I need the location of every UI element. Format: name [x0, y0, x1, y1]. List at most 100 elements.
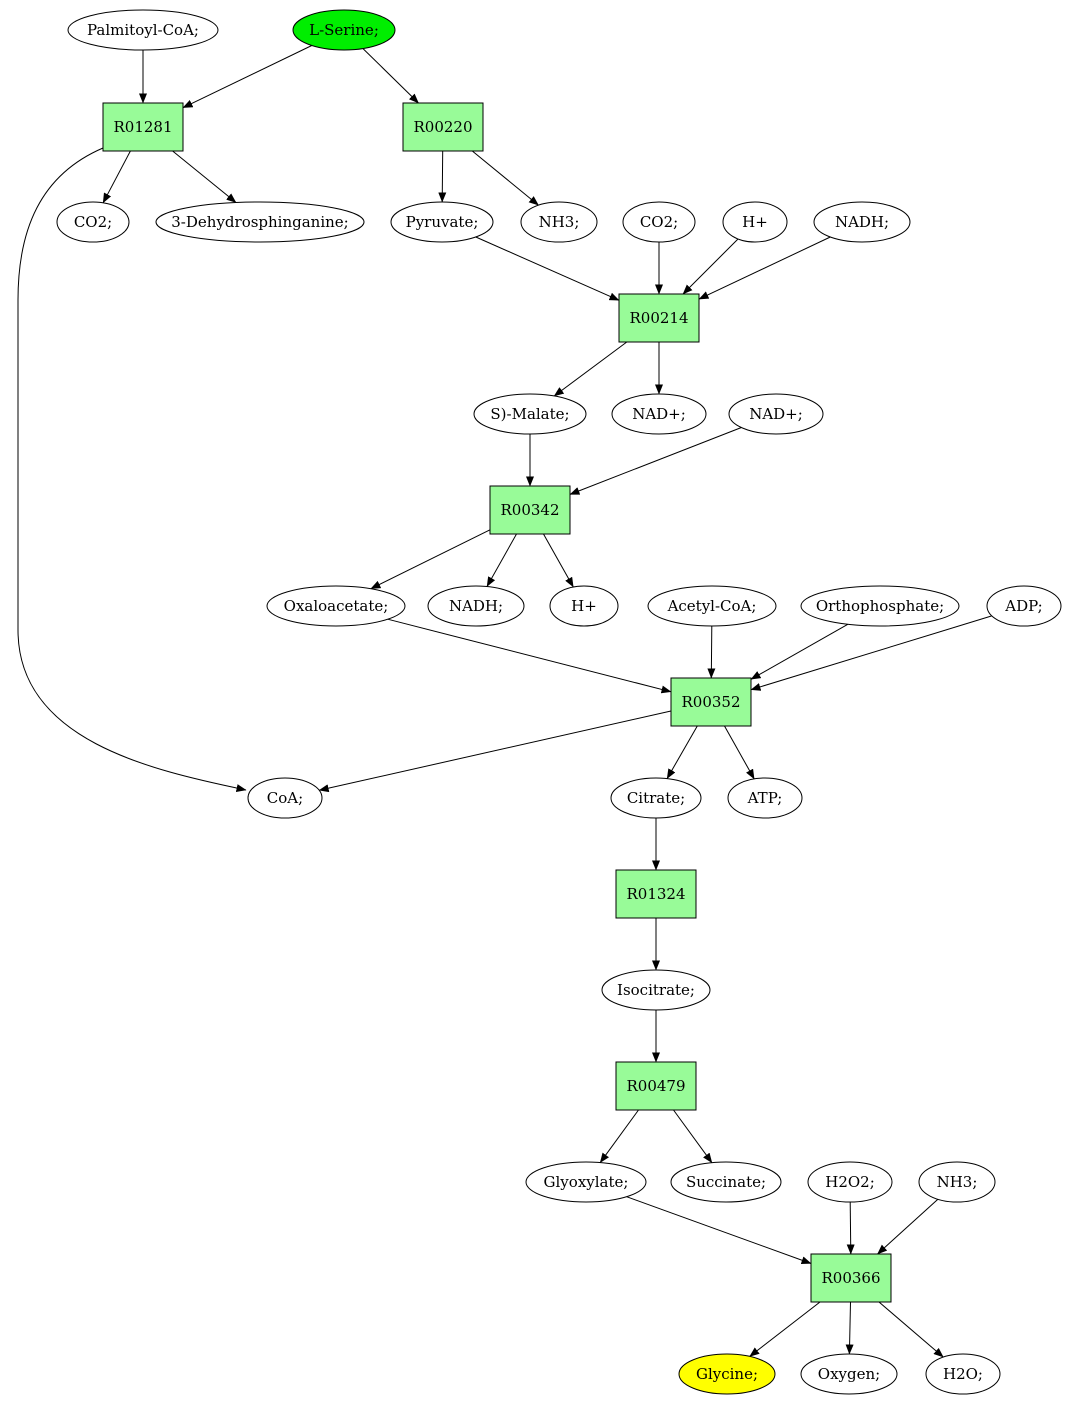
compound-node-glyoxylate[interactable]: Glyoxylate;	[525, 1161, 647, 1203]
compound-ellipse	[800, 1353, 898, 1395]
edge-r00342-to-oxaloacetate	[370, 529, 491, 590]
reaction-node-r00342[interactable]: R00342	[489, 485, 571, 535]
compound-ellipse	[727, 777, 803, 819]
reaction-box	[489, 485, 571, 535]
compound-node-nh3-a[interactable]: NH3;	[520, 201, 598, 243]
node-label: Oxaloacetate;	[284, 597, 389, 615]
compound-ellipse	[807, 1161, 893, 1203]
edge-r00220-to-pyruvate	[438, 150, 447, 203]
compound-ellipse	[427, 585, 525, 627]
compound-node-s-malate[interactable]: S)-Malate;	[473, 393, 587, 435]
reaction-box	[615, 1061, 697, 1111]
reaction-box	[615, 869, 697, 919]
edge-r00352-to-atp	[724, 725, 755, 780]
node-label: R00479	[626, 1077, 685, 1095]
compound-node-l-serine[interactable]: L-Serine;	[292, 9, 396, 51]
node-label: R00342	[500, 501, 559, 519]
compound-ellipse	[56, 201, 130, 243]
compound-node-nad-a[interactable]: NAD+;	[611, 393, 707, 435]
reaction-box	[810, 1253, 892, 1303]
edge-pyruvate-to-r00214	[475, 236, 620, 301]
reaction-node-r01324[interactable]: R01324	[615, 869, 697, 919]
compound-node-acetyl-coa[interactable]: Acetyl-CoA;	[647, 585, 777, 627]
edge-r00366-to-h2o	[878, 1301, 944, 1358]
compound-node-succinate[interactable]: Succinate;	[670, 1161, 782, 1203]
compound-node-pyruvate[interactable]: Pyruvate;	[390, 201, 494, 243]
compound-node-co2-b[interactable]: CO2;	[622, 201, 696, 243]
compound-ellipse	[728, 393, 824, 435]
edge-h-plus-a-to-r00214	[682, 238, 739, 295]
compound-node-nadh-a[interactable]: NADH;	[813, 201, 911, 243]
node-label: ATP;	[747, 789, 783, 807]
compound-node-nadh-b[interactable]: NADH;	[427, 585, 525, 627]
reaction-box	[670, 677, 752, 727]
compound-node-co2-a[interactable]: CO2;	[56, 201, 130, 243]
edge-orthophosphate-to-r00352	[750, 623, 849, 680]
compound-node-oxaloacetate[interactable]: Oxaloacetate;	[266, 585, 406, 627]
reaction-node-r00214[interactable]: R00214	[618, 293, 700, 343]
edge-r00352-to-citrate	[666, 725, 698, 780]
edge-nad-b-to-r00342	[569, 427, 742, 495]
compound-node-dehydrosphinganine[interactable]: 3-Dehydrosphinganine;	[155, 201, 365, 243]
compound-node-h-plus-b[interactable]: H+	[549, 585, 619, 627]
compound-node-h-plus-a[interactable]: H+	[722, 201, 788, 243]
compound-node-h2o[interactable]: H2O;	[925, 1353, 1001, 1395]
compound-ellipse	[918, 1161, 996, 1203]
node-label: Palmitoyl-CoA;	[87, 21, 199, 39]
node-label: R01324	[626, 885, 685, 903]
compound-ellipse	[800, 585, 960, 627]
edges-layer	[17, 45, 992, 1358]
compound-ellipse	[722, 201, 788, 243]
compound-node-nad-b[interactable]: NAD+;	[728, 393, 824, 435]
compound-ellipse	[647, 585, 777, 627]
compound-ellipse	[549, 585, 619, 627]
edge-r00220-to-nh3-a	[471, 150, 539, 206]
edge-r01281-to-coa	[17, 147, 247, 792]
compound-node-palmitoyl-coa[interactable]: Palmitoyl-CoA;	[67, 9, 219, 51]
edge-oxaloacetate-to-r00352	[387, 618, 672, 694]
reaction-node-r00352[interactable]: R00352	[670, 677, 752, 727]
compound-node-adp[interactable]: ADP;	[986, 585, 1062, 627]
node-label: NADH;	[449, 597, 503, 615]
node-label: CoA;	[267, 789, 303, 807]
node-label: Succinate;	[686, 1173, 766, 1191]
compound-node-coa[interactable]: CoA;	[247, 777, 323, 819]
reaction-box	[402, 102, 484, 152]
node-label: NAD+;	[749, 405, 803, 423]
node-label: S)-Malate;	[490, 405, 569, 423]
compound-ellipse	[266, 585, 406, 627]
edge-r00342-to-h-plus-b	[543, 533, 574, 588]
node-label: CO2;	[640, 213, 678, 231]
edge-nadh-a-to-r00214	[698, 236, 831, 300]
compound-node-citrate[interactable]: Citrate;	[610, 777, 702, 819]
reaction-node-r00366[interactable]: R00366	[810, 1253, 892, 1303]
compound-node-atp[interactable]: ATP;	[727, 777, 803, 819]
reaction-node-r01281[interactable]: R01281	[102, 102, 184, 152]
edge-r01281-to-dehydrosphinganine	[172, 150, 237, 203]
node-label: H+	[742, 213, 768, 231]
compound-node-isocitrate[interactable]: Isocitrate;	[601, 969, 711, 1011]
node-label: Isocitrate;	[617, 981, 695, 999]
node-label: Orthophosphate;	[816, 597, 944, 615]
node-label: R00366	[821, 1269, 880, 1287]
reaction-node-r00220[interactable]: R00220	[402, 102, 484, 152]
node-label: Glycine;	[696, 1365, 758, 1383]
compound-node-nh3-b[interactable]: NH3;	[918, 1161, 996, 1203]
edge-l-serine-to-r01281	[182, 45, 313, 109]
node-label: NAD+;	[632, 405, 686, 423]
edge-glyoxylate-to-r00366	[626, 1196, 812, 1265]
node-label: R01281	[113, 118, 172, 136]
compound-node-orthophosphate[interactable]: Orthophosphate;	[800, 585, 960, 627]
compound-ellipse	[678, 1353, 776, 1395]
edge-l-serine-to-r00220	[362, 48, 419, 104]
reaction-node-r00479[interactable]: R00479	[615, 1061, 697, 1111]
reaction-box	[102, 102, 184, 152]
compound-ellipse	[247, 777, 323, 819]
compound-node-h2o2[interactable]: H2O2;	[807, 1161, 893, 1203]
compound-node-oxygen[interactable]: Oxygen;	[800, 1353, 898, 1395]
edge-r00352-to-coa	[318, 710, 672, 793]
edge-r01281-to-co2-a	[102, 150, 131, 204]
node-label: NADH;	[835, 213, 889, 231]
compound-node-glycine[interactable]: Glycine;	[678, 1353, 776, 1395]
